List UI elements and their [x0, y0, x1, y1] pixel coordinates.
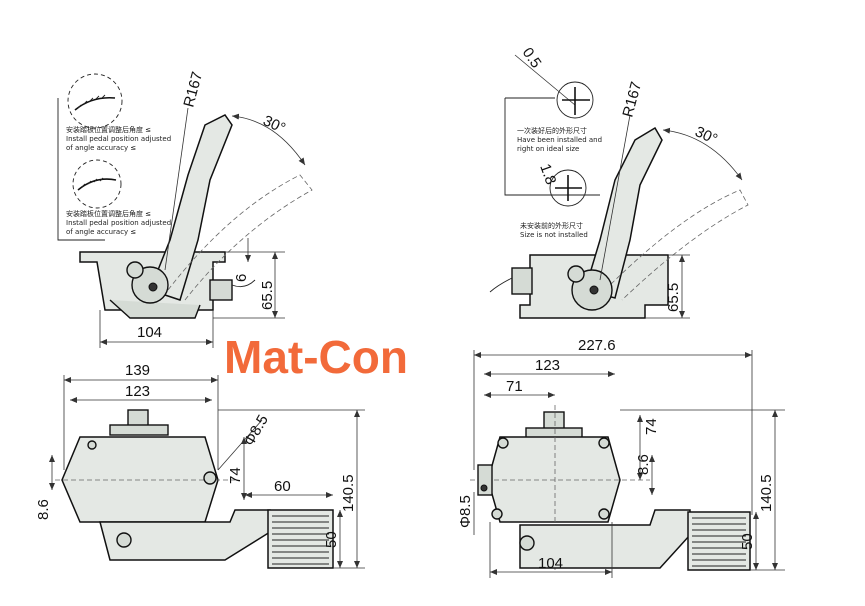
- screw-bl-right: [491, 508, 503, 520]
- pad-grip-right: [692, 517, 746, 567]
- cam-left: [126, 261, 144, 279]
- note1-line3: of angle accuracy ≤: [66, 144, 136, 152]
- dim-overall-left: 139: [125, 362, 150, 379]
- dim-height-right: 65.5: [665, 283, 682, 312]
- pin-top-left: [116, 532, 132, 548]
- dim-total-left: 140.5: [340, 474, 357, 512]
- dim-radius-left: R167: [180, 70, 206, 109]
- dim-offset-top-left: 74: [227, 467, 244, 484]
- cam-right: [567, 265, 585, 283]
- cable-gland-left: [209, 279, 233, 301]
- note3-line3: right on ideal size: [517, 145, 579, 153]
- dim-small-right: 8.6: [635, 454, 652, 475]
- dim-pedal-left: 60: [274, 478, 291, 495]
- note2-line3: of angle accuracy ≤: [66, 228, 136, 236]
- dim-offset-right: 71: [506, 378, 523, 395]
- detail-gap: 0.5: [514, 45, 594, 119]
- dim-pad-right: 50: [739, 533, 756, 550]
- dim-hole-left: Φ8.5: [241, 412, 272, 449]
- radius-leader-left: [164, 107, 189, 271]
- screw-tl-right: [497, 437, 509, 449]
- dim-angle-left: 30°: [260, 112, 288, 137]
- screw-tl-left: [87, 440, 97, 450]
- housing-right-top: [487, 436, 621, 523]
- hole-leader-left: [217, 419, 263, 471]
- base-foot-left: [109, 299, 201, 319]
- pedal-arm-ghost-right: [604, 189, 749, 301]
- cable-left: [231, 279, 256, 288]
- dim-offset-left: 6: [233, 274, 250, 282]
- dim-overall-right: 227.6: [578, 337, 616, 354]
- angle-arc-right: [662, 127, 743, 181]
- dim-hole-right: Φ8.5: [457, 495, 474, 528]
- dim-inner-left: 123: [125, 383, 150, 400]
- angle-arc-left: [231, 113, 306, 166]
- shaft-left: [127, 409, 149, 427]
- dim-width-left: 104: [137, 324, 162, 341]
- dim-height-left: 65.5: [259, 281, 276, 310]
- dim-inner-right: 123: [535, 357, 560, 374]
- housing-left-top: [61, 436, 219, 523]
- pin-top-right: [519, 535, 535, 551]
- shaft-right: [543, 411, 565, 431]
- detail-circle-2: [72, 159, 122, 209]
- mount-hole-left: [203, 471, 217, 485]
- dim-base-right: 104: [538, 555, 563, 572]
- note3-line1: 一次装好后的外形尺寸: [517, 126, 587, 135]
- detail-circle-1: [67, 73, 123, 129]
- side-view-right: 0.5 1.8 一次装好后的外形尺寸 Have been installed a…: [489, 45, 749, 319]
- note-frame-left: [57, 98, 105, 241]
- dim-v74-right: 74: [643, 418, 660, 435]
- cable-right: [489, 277, 513, 293]
- pedal-arm-left: [149, 114, 233, 301]
- screw-br-right: [598, 508, 610, 520]
- note4-line2: Size is not installed: [520, 231, 588, 239]
- screw-tr-right: [598, 437, 610, 449]
- note4-line1: 未安装前的外形尺寸: [520, 221, 583, 230]
- brand-logo-text: Mat-Con: [224, 331, 408, 383]
- top-view-left: 139 123 Φ8.5 74 60 140.5 50 8.6: [35, 362, 365, 569]
- dim-total-right: 140.5: [758, 474, 775, 512]
- note3-line2: Have been installed and: [517, 136, 602, 144]
- cable-gland-right: [511, 267, 533, 295]
- radius-leader-right: [599, 114, 631, 281]
- pedal-arm-ghost-left: [167, 174, 313, 301]
- dim-pad-left: 50: [323, 531, 340, 548]
- note2-line2: Install pedal position adjusted: [66, 219, 171, 227]
- note2-line1: 安装踏板位置调整后角度 ≤: [66, 209, 151, 218]
- side-view-left: 安装踏板位置调整后角度 ≤ Install pedal position adj…: [57, 70, 313, 348]
- top-view-right: 227.6 123 71 74 8.6 Φ8.5: [457, 337, 785, 578]
- detail-tolerance: 1.8: [536, 162, 587, 207]
- pad-grip-left: [272, 515, 329, 565]
- dim-small-left: 8.6: [35, 499, 52, 520]
- pivot-pin-left: [148, 282, 158, 292]
- dim-angle-right: 30°: [692, 123, 720, 148]
- shaft-collar-left: [109, 424, 169, 436]
- note1-line2: Install pedal position adjusted: [66, 135, 171, 143]
- gland-dot-right: [480, 484, 488, 492]
- dim-tol-right: 1.8: [536, 162, 559, 187]
- dim-radius-right: R167: [619, 80, 645, 119]
- pivot-pin-right: [589, 285, 599, 295]
- dim-gap-right: 0.5: [519, 45, 545, 72]
- note1-line1: 安装踏板位置调整后角度 ≤: [66, 125, 151, 134]
